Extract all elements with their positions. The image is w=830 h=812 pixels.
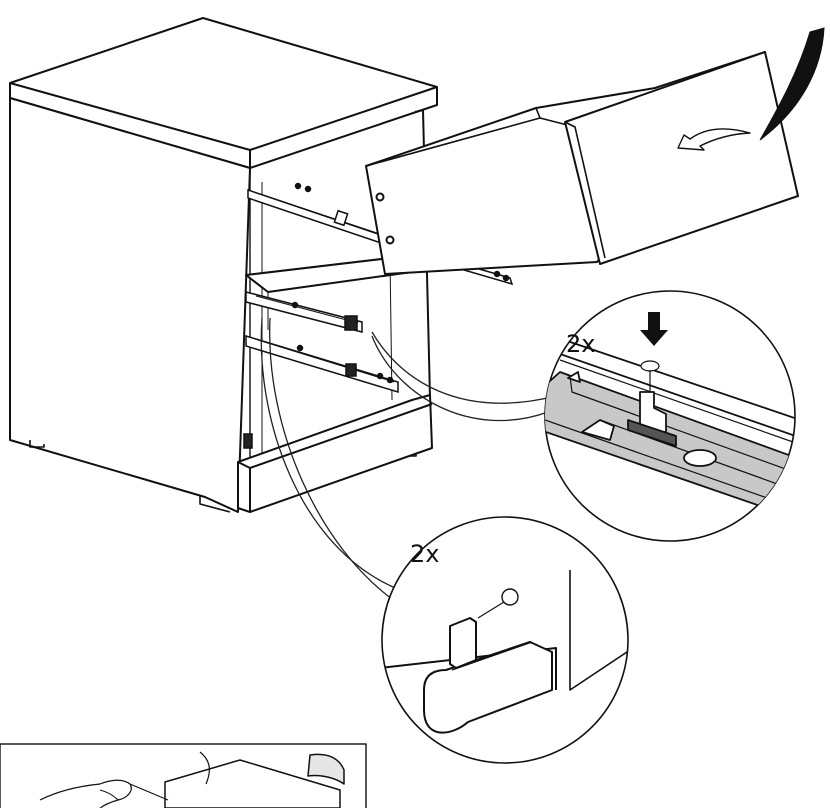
stop-lever: [449, 617, 477, 669]
cabinet-plinth: [237, 394, 433, 513]
drawer-front: [564, 51, 799, 265]
callout-rail-detail: 2x: [544, 290, 796, 542]
upper-rail: [247, 188, 391, 248]
cabinet-right-wall: [414, 109, 431, 399]
drawer: [365, 51, 799, 275]
detail-rail-profile: [423, 641, 553, 734]
cabinet-side-panel: [9, 97, 251, 513]
cabinet: [9, 17, 438, 513]
next-step-inset: [0, 743, 367, 812]
swoosh-arrow-icon: [759, 27, 825, 141]
callout-stop-detail: 2x: [381, 516, 629, 764]
middle-rail: [245, 291, 363, 333]
press-down-arrow-icon: [640, 312, 668, 346]
rail-clip: [581, 419, 615, 441]
rotate-arrow-icon: [677, 128, 751, 151]
callout-bottom-quantity: 2x: [410, 540, 439, 568]
callout-leaders: [260, 317, 557, 603]
callout-top-quantity: 2x: [566, 330, 595, 358]
drawer-rails: [243, 182, 514, 449]
